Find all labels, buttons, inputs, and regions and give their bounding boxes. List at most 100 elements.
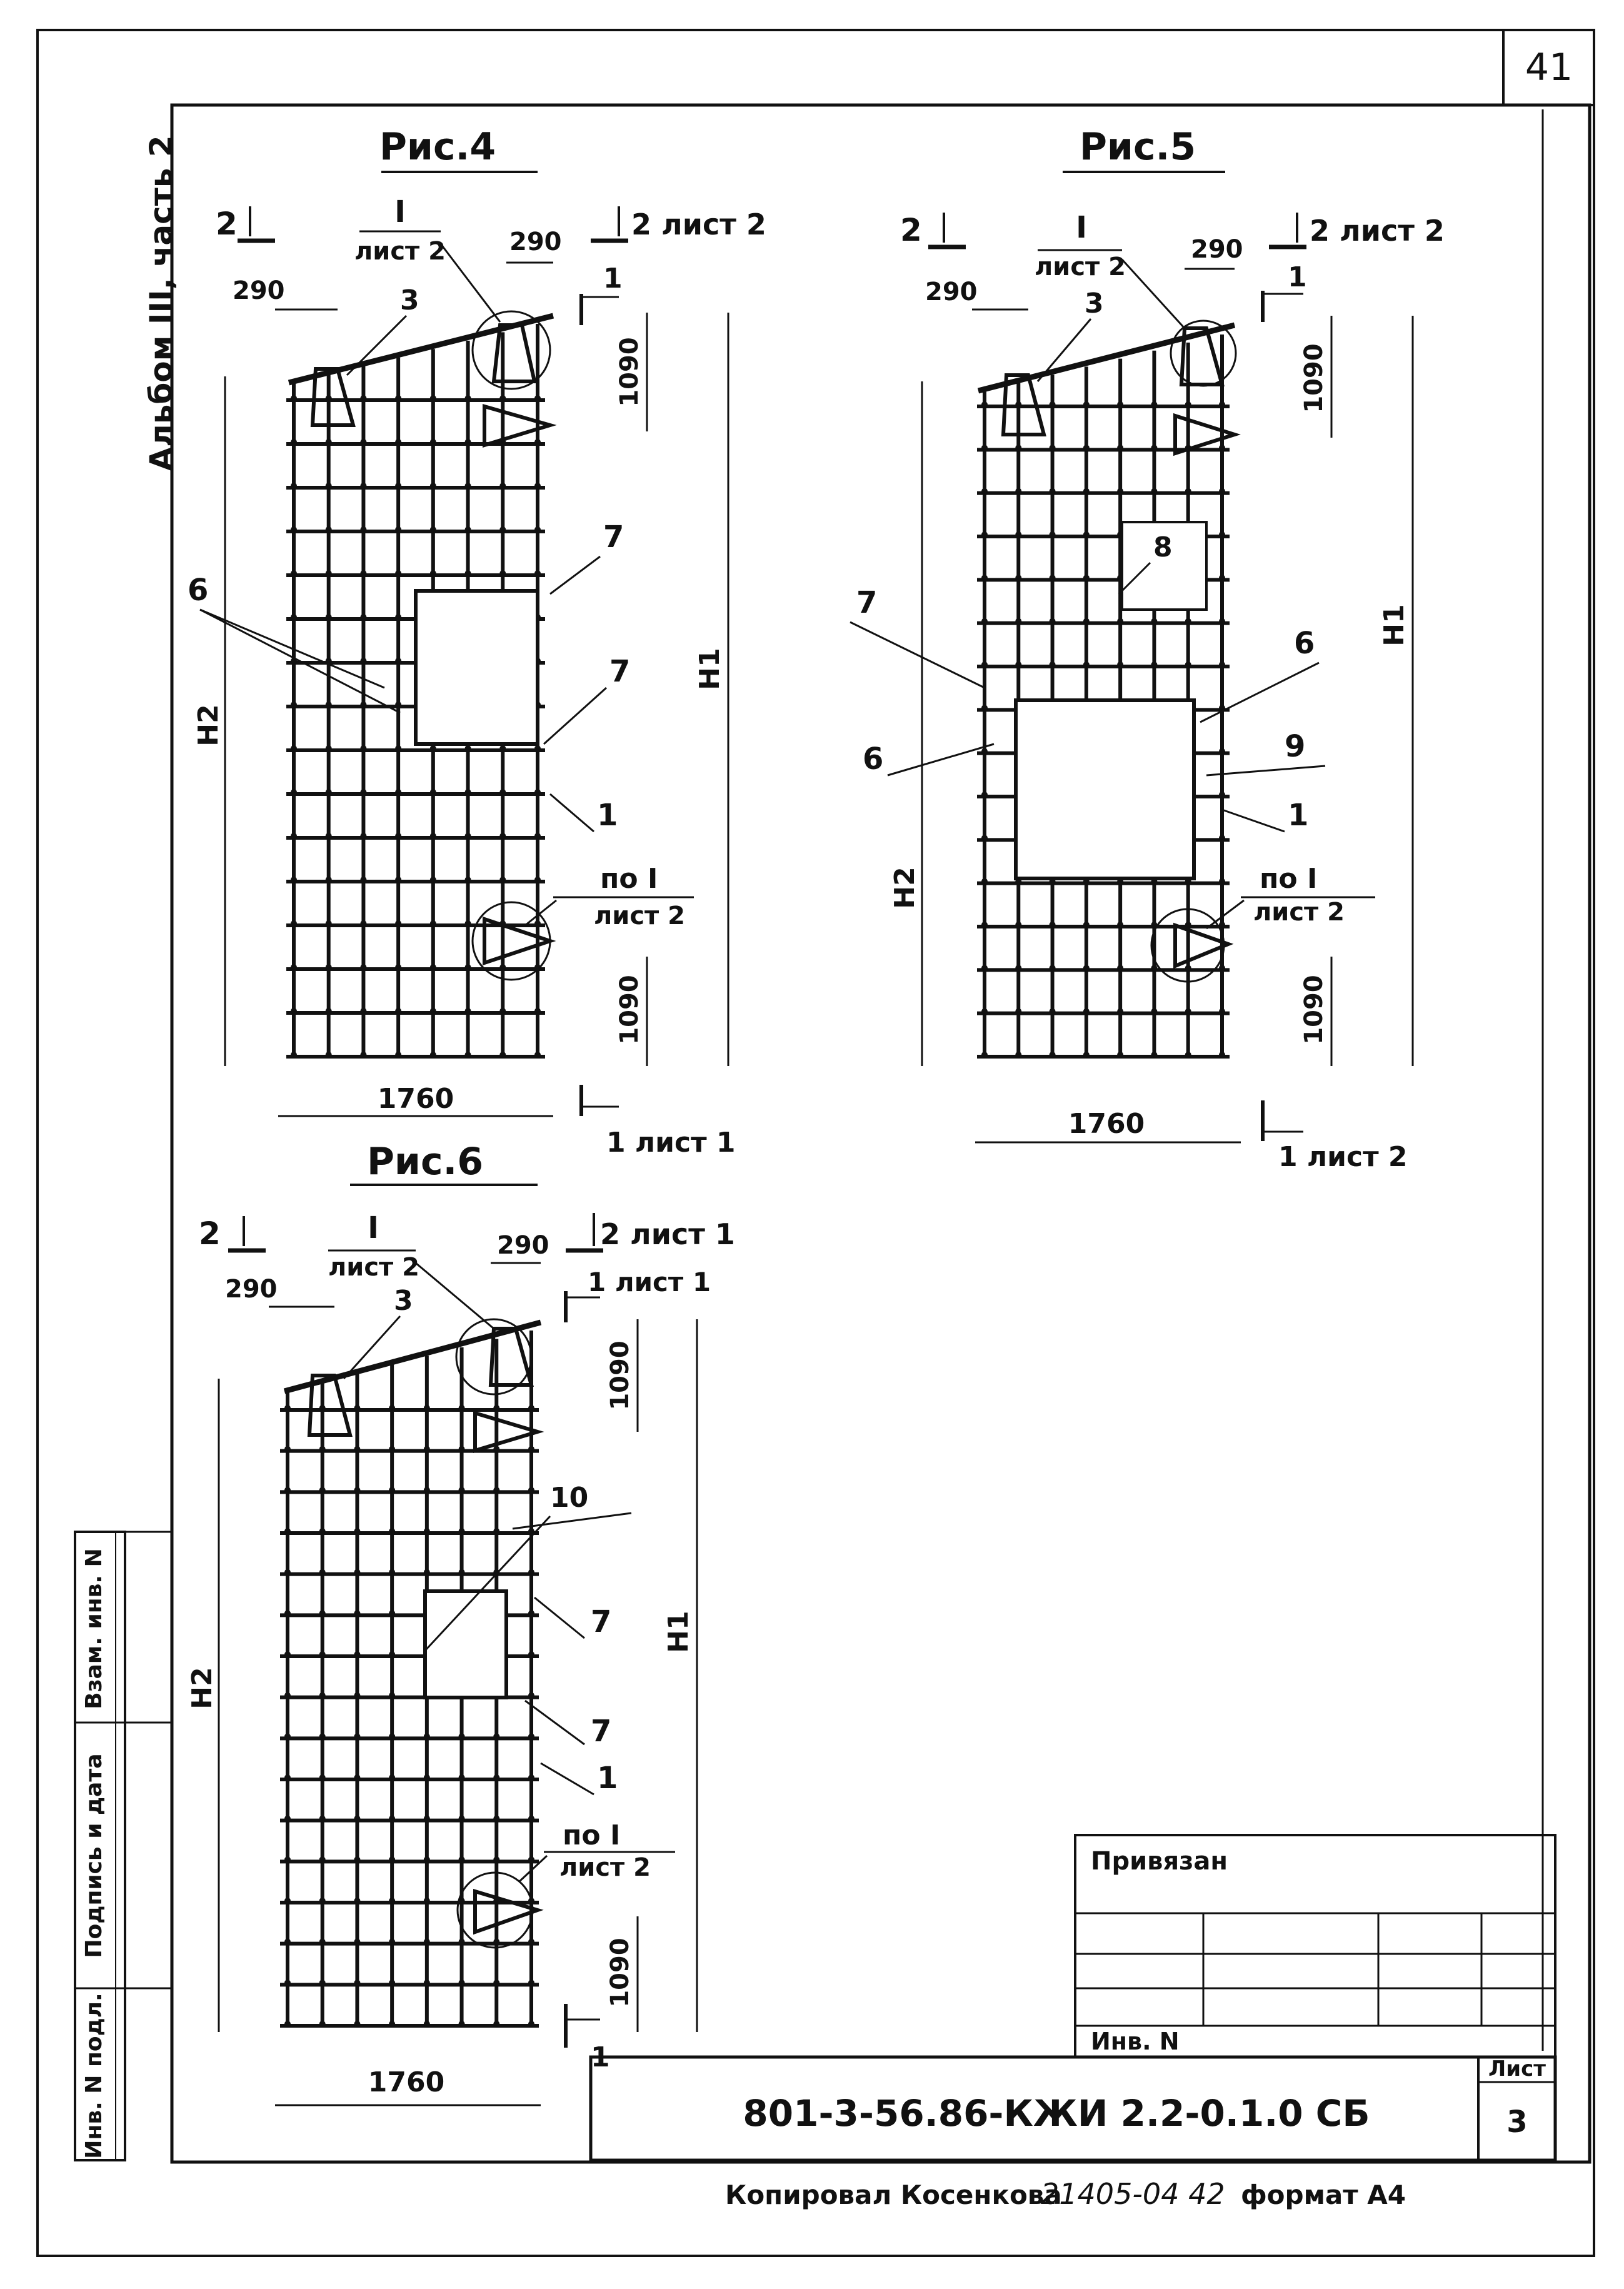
fig5-weld-dot: [1219, 401, 1225, 408]
figure-6: Рис.6 2 2 лист 1 I лист 2 1 лист 1 290 2…: [186, 1140, 735, 2106]
fig4-dim-1760: 1760: [378, 1083, 454, 1115]
fig4-plate-top: [483, 404, 557, 448]
fig6-weld-dot: [319, 1528, 326, 1534]
fig4-weld-dot: [291, 702, 297, 708]
fig6-weld-dot: [354, 1938, 361, 1945]
fig4-weld-dot: [464, 570, 471, 576]
fig5-weld-dot: [981, 835, 988, 842]
fig5-weld-dot: [1185, 1052, 1191, 1058]
fig6-pos-7b: 7: [591, 1714, 611, 1749]
fig4-weld-dot: [360, 439, 367, 445]
fig5-pos-9: 9: [1285, 729, 1305, 764]
fig5-weld-dot: [1049, 488, 1056, 495]
fig6-weld-dot: [423, 1569, 430, 1576]
outer-border: [36, 29, 1595, 2257]
fig4-weld-dot: [395, 483, 402, 489]
fig4-weld-dot: [291, 570, 297, 576]
fig6-dim-1760: 1760: [368, 2066, 444, 2098]
fig5-weld-dot: [1083, 445, 1090, 451]
fig6-weld-dot: [389, 1774, 396, 1781]
fig5-weld-dot: [1083, 401, 1090, 408]
fig4-weld-dot: [325, 833, 332, 839]
fig6-weld-dot: [493, 1569, 500, 1576]
fig6-weld-dot: [354, 1569, 361, 1576]
page-number: 41: [1525, 46, 1573, 89]
fig5-weld-dot: [1015, 1052, 1022, 1058]
fig4-weld-dot: [325, 1008, 332, 1014]
footer-copied: Копировал Косенкова: [725, 2180, 1062, 2210]
fig5-weld-dot: [1219, 1052, 1225, 1058]
fig6-weld-dot: [458, 1446, 465, 1452]
fig4-weld-dot: [534, 483, 541, 489]
fig6-dim-290-b: 290: [497, 1231, 549, 1260]
fig6-dim-1090-top: 1090: [606, 1341, 634, 1410]
fig6-weld-dot: [528, 1692, 534, 1699]
fig6-weld-dot: [423, 1938, 430, 1945]
fig4-weld-dot: [360, 745, 367, 752]
fig4-dim-h1: H1: [694, 648, 726, 690]
fig4-sec2-right: 2 лист 2: [631, 208, 766, 241]
fig4-dim-290-b: 290: [509, 228, 562, 256]
fig6-weld-dot: [389, 1651, 396, 1658]
fig5-weld-dot: [1117, 401, 1124, 408]
fig5-po-i: по I: [1260, 863, 1317, 895]
fig6-sec1-top: 1 лист 1: [588, 1267, 711, 1297]
fig5-weld-dot: [981, 662, 988, 668]
fig5-weld-dot: [1117, 488, 1124, 495]
fig4-weld-dot: [429, 833, 436, 839]
fig6-weld-dot: [528, 1980, 534, 1986]
fig4-weld-dot: [429, 1008, 436, 1014]
fig5-weld-dot: [1083, 1052, 1090, 1058]
fig5-plate-bottom: [1173, 922, 1234, 969]
fig6-loop-right: [488, 1327, 534, 1387]
fig5-node-circle: [1170, 319, 1237, 387]
fig4-weld-dot: [534, 789, 541, 795]
fig6-weld-dot: [284, 1446, 291, 1452]
fig6-dim-1090-bottom: 1090: [606, 1938, 634, 2007]
fig4-weld-dot: [325, 745, 332, 752]
figure-5: Рис.5 2 2 лист 2 I лист 2 1 290 290 1090…: [850, 125, 1445, 1173]
fig4-weld-dot: [429, 789, 436, 795]
fig4-mesh: [286, 324, 545, 1059]
fig6-weld-dot: [423, 1487, 430, 1494]
fig5-weld-dot: [1151, 445, 1158, 451]
fig4-weld-dot: [499, 1052, 506, 1058]
fig6-weld-dot: [284, 1980, 291, 1986]
fig5-weld-dot: [1185, 488, 1191, 495]
fig5-weld-dot: [1083, 488, 1090, 495]
fig5-loop-right: [1179, 326, 1225, 386]
fig4-weld-dot: [429, 1052, 436, 1058]
footer-hand-number: 21405-04 42: [1041, 2177, 1225, 2211]
fig6-weld-dot: [354, 1898, 361, 1904]
fig5-weld-dot: [1049, 618, 1056, 625]
fig4-weld-dot: [464, 1008, 471, 1014]
fig4-weld-dot: [429, 483, 436, 489]
fig4-weld-dot: [499, 789, 506, 795]
fig6-weld-dot: [458, 1774, 465, 1781]
fig4-weld-dot: [534, 745, 541, 752]
fig5-weld-dot: [981, 618, 988, 625]
fig4-dim-1090-bottom: 1090: [615, 975, 644, 1044]
fig4-weld-dot: [464, 920, 471, 927]
fig4-weld-dot: [360, 789, 367, 795]
fig4-weld-dot: [395, 702, 402, 708]
fig5-weld-dot: [1151, 1052, 1158, 1058]
fig6-weld-dot: [458, 1487, 465, 1494]
fig6-dim-h2: H2: [186, 1667, 218, 1709]
fig4-pos-7a: 7: [603, 520, 624, 555]
fig6-weld-dot: [284, 1528, 291, 1534]
fig5-weld-dot: [1049, 1052, 1056, 1058]
fig5-weld-dot: [1049, 445, 1056, 451]
fig6-weld-dot: [458, 1569, 465, 1576]
fig4-weld-dot: [429, 395, 436, 401]
fig4-weld-dot: [291, 526, 297, 533]
fig5-weld-dot: [1049, 575, 1056, 581]
fig4-weld-dot: [499, 745, 506, 752]
fig4-weld-dot: [464, 833, 471, 839]
fig4-dim-h2: H2: [193, 704, 224, 746]
fig6-weld-dot: [354, 1528, 361, 1534]
fig4-weld-dot: [395, 789, 402, 795]
fig4-weld-dot: [464, 395, 471, 401]
fig4-weld-dot: [429, 920, 436, 927]
fig4-weld-dot: [291, 395, 297, 401]
